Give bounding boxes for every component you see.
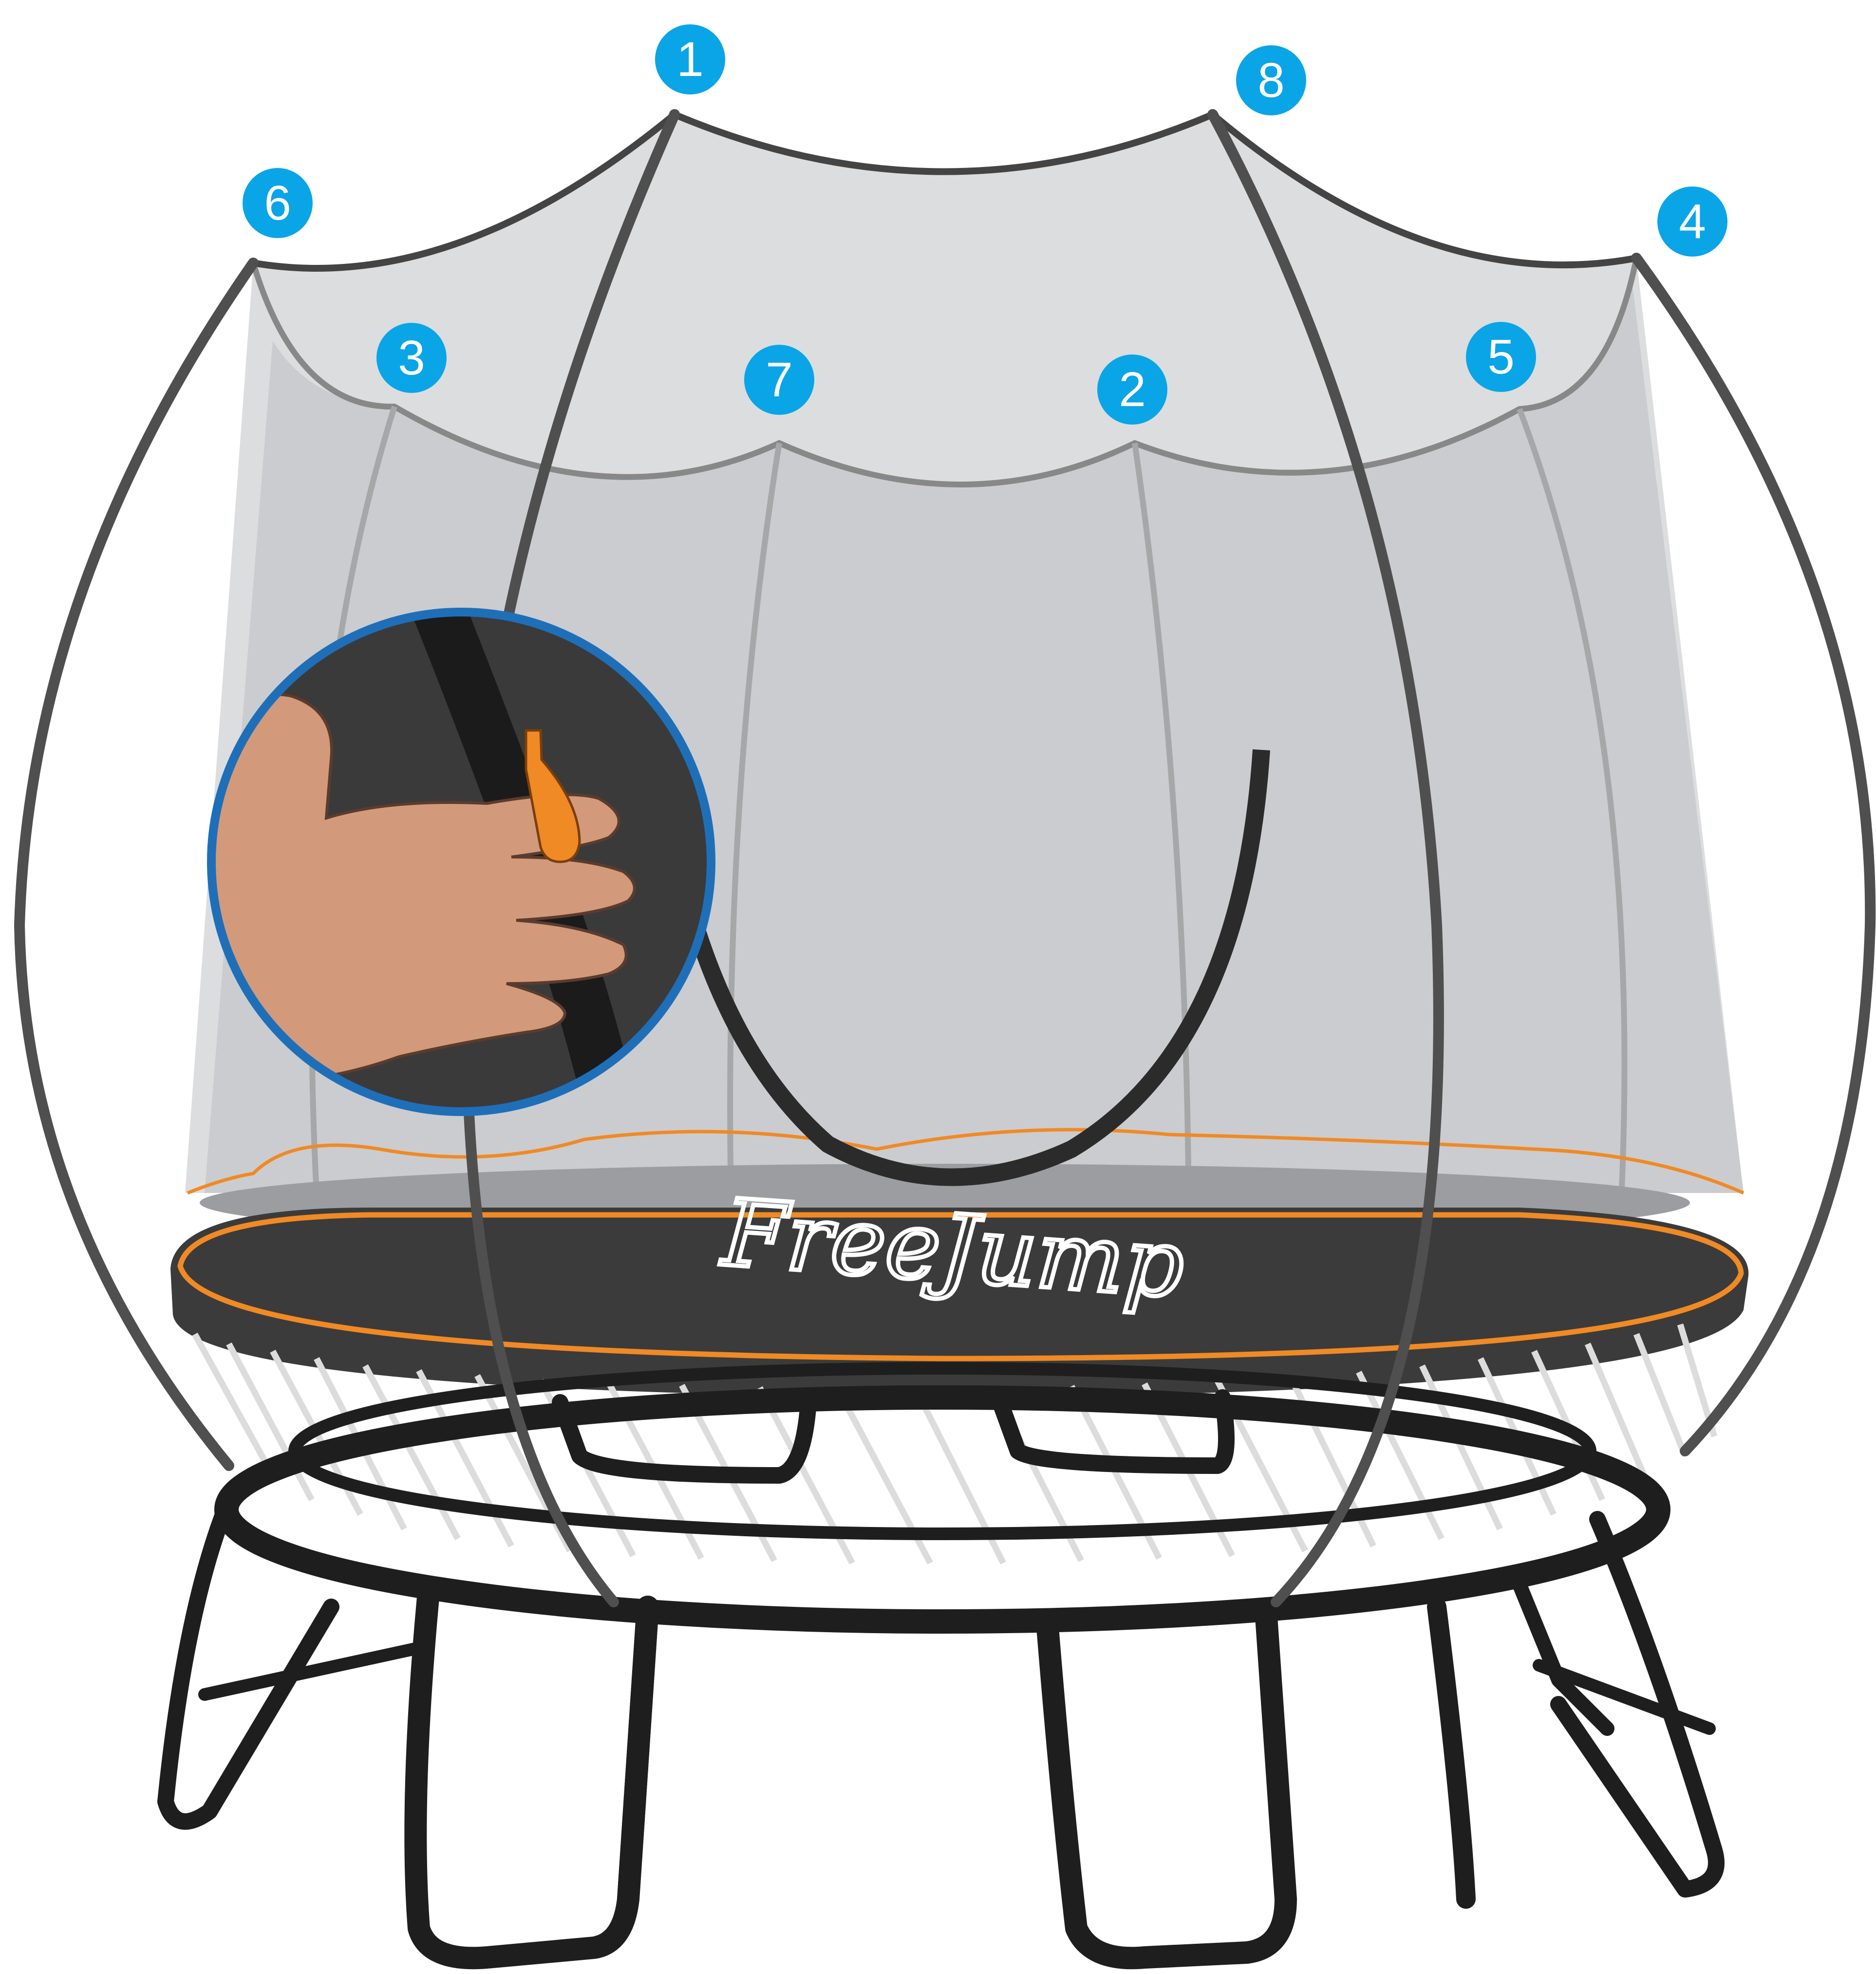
marker-label: 3 xyxy=(398,331,425,385)
marker-8: 8 xyxy=(1236,45,1306,115)
marker-badge xyxy=(1097,354,1167,425)
inset-border xyxy=(207,608,715,1116)
marker-7: 7 xyxy=(744,345,814,415)
marker-badge xyxy=(376,323,447,393)
marker-badge xyxy=(243,168,313,238)
marker-6: 6 xyxy=(243,168,313,238)
marker-badge xyxy=(1236,45,1306,115)
marker-2: 2 xyxy=(1097,354,1167,425)
marker-label: 5 xyxy=(1487,330,1515,384)
door-zipper xyxy=(668,749,1270,1186)
frame-inner-loop-right xyxy=(990,1389,1235,1474)
marker-badge xyxy=(655,24,725,94)
marker-5: 5 xyxy=(1466,322,1536,392)
trampoline-frame xyxy=(157,1362,1725,1970)
inner-pole-2 xyxy=(1132,443,1191,1169)
leg-left-brace xyxy=(198,1639,435,1701)
pole-markers: 1 8 6 4 3 7 2 5 xyxy=(243,24,1727,425)
leg-right xyxy=(1427,1597,1476,1909)
marker-badge xyxy=(744,345,814,415)
leg-far-right xyxy=(1550,1511,1725,1898)
marker-label: 2 xyxy=(1119,362,1146,417)
marker-badge xyxy=(1657,186,1727,257)
net-bottom-edge xyxy=(187,1128,1745,1195)
leg-right-inner xyxy=(1507,1565,1614,1736)
spring xyxy=(192,1332,276,1477)
pole-4 xyxy=(1631,253,1876,1456)
leg-right-brace xyxy=(1533,1659,1716,1735)
leg-center xyxy=(1036,1605,1297,1970)
marker-label: 1 xyxy=(676,32,704,87)
marker-1: 1 xyxy=(655,24,725,94)
zipper-detail-inset xyxy=(207,608,715,1116)
frame-inner-loop-left xyxy=(552,1394,817,1484)
marker-badge xyxy=(1466,322,1536,392)
spring xyxy=(1585,1342,1649,1482)
marker-label: 8 xyxy=(1257,53,1285,108)
inset-hand xyxy=(211,693,636,1082)
leg-center-left xyxy=(617,1596,659,1910)
pole-8 xyxy=(1207,109,1444,1607)
jumping-mat: FreeJump xyxy=(170,1164,1749,1397)
inner-pole-7 xyxy=(727,443,782,1169)
inset-zipper-pull xyxy=(525,729,581,863)
leg-far-left xyxy=(157,1491,339,1830)
marker-4: 4 xyxy=(1657,186,1727,257)
inner-pole-5 xyxy=(1517,408,1628,1189)
marker-3: 3 xyxy=(376,323,447,393)
pole-6 xyxy=(14,258,259,1471)
marker-label: 4 xyxy=(1679,194,1706,249)
net-top-hem xyxy=(252,110,1637,272)
spring xyxy=(226,1342,315,1502)
frame-ring-back xyxy=(288,1362,1596,1540)
spring xyxy=(1633,1333,1688,1457)
marker-label: 7 xyxy=(766,353,793,407)
mat-orange-edge xyxy=(177,1212,1744,1361)
marker-label: 6 xyxy=(264,176,291,230)
leg-left xyxy=(404,1581,659,1970)
